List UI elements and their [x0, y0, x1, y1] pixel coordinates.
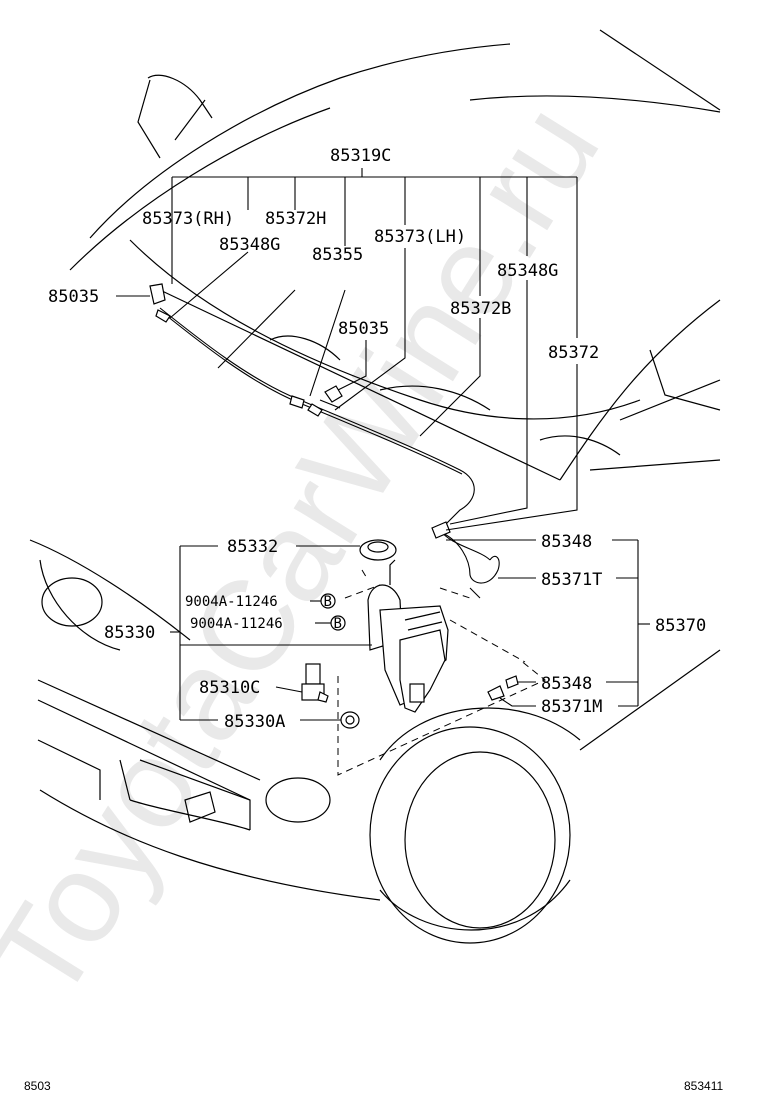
nozzle-lh	[307, 385, 343, 417]
washer-motor	[301, 663, 329, 703]
check-valve	[289, 395, 305, 409]
car-body-outline	[29, 29, 721, 944]
label-85371t: 85371T	[541, 570, 602, 590]
label-85355: 85355	[312, 245, 363, 265]
label-85371m: 85371M	[541, 697, 602, 717]
part-labels: 85319C 85373(RH) 85372H 85348G 85373(LH)…	[48, 146, 706, 732]
label-85372b: 85372B	[450, 299, 511, 319]
washer-jar-assembly	[367, 559, 449, 713]
label-85373-lh: 85373(LH)	[374, 227, 466, 247]
label-85348-lower: 85348	[541, 674, 592, 694]
label-85348g-right: 85348G	[497, 261, 558, 281]
label-85348g-left: 85348G	[219, 235, 280, 255]
label-85035-left: 85035	[48, 287, 99, 307]
label-85310c: 85310C	[199, 678, 260, 698]
footer-right-code: 853411	[684, 1079, 723, 1093]
bolt-marker-1-label: B	[324, 594, 332, 610]
label-85348-upper: 85348	[541, 532, 592, 552]
label-85332: 85332	[227, 537, 278, 557]
nozzle-rh	[149, 283, 171, 323]
label-85370: 85370	[655, 616, 706, 636]
label-85035-center: 85035	[338, 319, 389, 339]
label-85372: 85372	[548, 343, 599, 363]
location-frame	[337, 569, 546, 776]
label-85330: 85330	[104, 623, 155, 643]
jar-cap	[359, 539, 397, 561]
label-9004a-11246-2: 9004A-11246	[190, 616, 283, 632]
label-85319c: 85319C	[330, 146, 391, 166]
footer-left-code: 8503	[24, 1079, 51, 1093]
bolt-marker-2-label: B	[334, 616, 342, 632]
label-85373-rh: 85373(RH)	[142, 209, 234, 229]
label-9004a-11246-1: 9004A-11246	[185, 594, 278, 610]
label-85330a: 85330A	[224, 712, 285, 732]
label-85372h: 85372H	[265, 209, 326, 229]
leader-lines	[116, 168, 650, 721]
hose-joint	[431, 521, 519, 701]
bolt-markers: B B	[320, 593, 346, 632]
grommet	[340, 711, 360, 729]
